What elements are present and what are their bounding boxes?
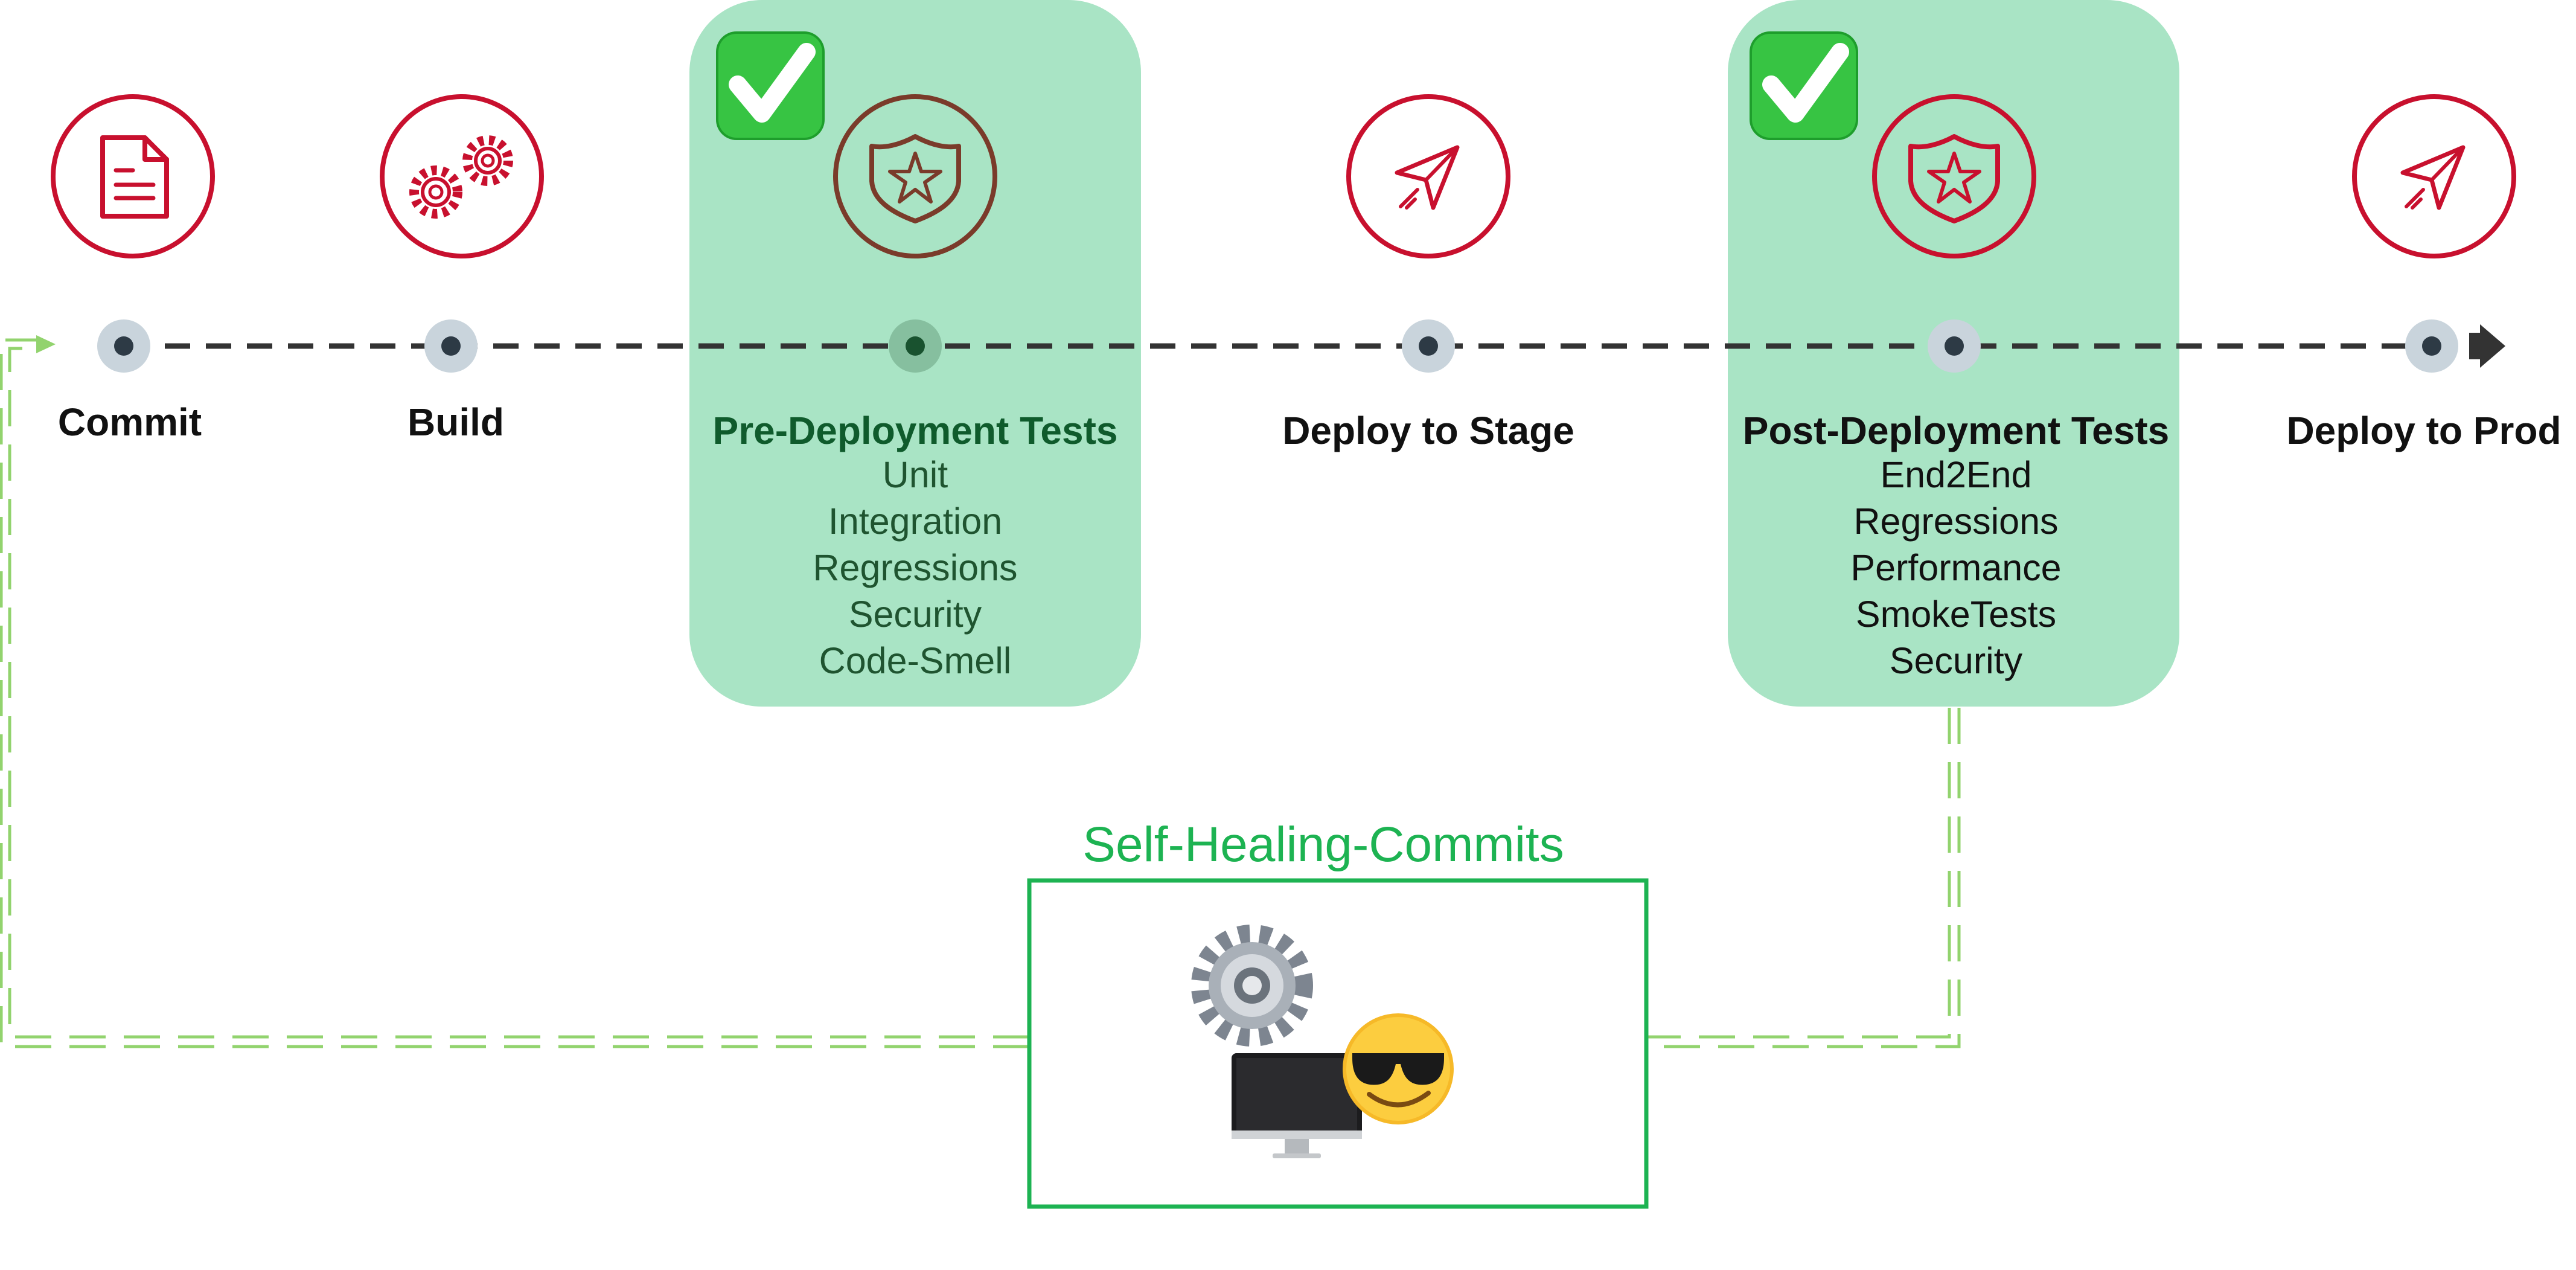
shield-star-icon	[1872, 94, 2036, 258]
test-item: Unit	[882, 454, 948, 495]
gears-icon	[380, 94, 544, 258]
timeline-arrow-icon	[2469, 324, 2505, 368]
test-item: Regressions	[1853, 501, 2059, 542]
feedback-loop	[0, 338, 1961, 1048]
node-deploy-to-stage	[1402, 319, 1455, 373]
test-item: SmokeTests	[1855, 594, 2057, 635]
stage-label-deploy-to-stage: Deploy to Stage	[1282, 409, 1574, 452]
paper-plane-icon	[1346, 94, 1510, 258]
document-icon	[51, 94, 215, 258]
computer-icon	[1232, 1053, 1362, 1158]
stage-label-build: Build	[407, 400, 504, 444]
shield-star-icon	[833, 94, 997, 258]
sunglasses-smiley-icon	[1343, 1013, 1454, 1124]
check-badge-icon	[1750, 31, 1858, 140]
self-healing-box	[1027, 878, 1649, 1209]
post-deployment-test-list: End2End Regressions Performance SmokeTes…	[1850, 452, 2061, 684]
test-item: End2End	[1880, 454, 2032, 495]
node-build	[424, 319, 478, 373]
stage-label-post-deployment-tests: Post-Deployment Tests	[1742, 409, 2170, 452]
self-healing-title: Self-Healing-Commits	[1082, 817, 1564, 872]
test-item: Security	[848, 594, 982, 635]
paper-plane-icon	[2352, 94, 2516, 258]
node-post-deployment-tests	[1928, 319, 1981, 373]
test-item: Performance	[1850, 547, 2062, 588]
stage-label-deploy-to-prod: Deploy to Prod	[2286, 409, 2562, 452]
check-badge-icon	[716, 31, 825, 140]
gear-icon	[1191, 925, 1313, 1047]
feedback-arrowhead	[36, 335, 56, 353]
stage-label-commit: Commit	[57, 400, 202, 444]
node-deploy-to-prod	[2405, 319, 2458, 373]
test-item: Integration	[828, 501, 1003, 542]
node-pre-deployment-tests	[889, 319, 942, 373]
test-item: Code-Smell	[819, 640, 1012, 681]
pre-deployment-test-list: Unit Integration Regressions Security Co…	[813, 452, 1017, 684]
test-item: Regressions	[813, 547, 1018, 588]
test-item: Security	[1889, 640, 2023, 681]
node-commit	[97, 319, 150, 373]
stage-label-pre-deployment-tests: Pre-Deployment Tests	[712, 409, 1118, 452]
